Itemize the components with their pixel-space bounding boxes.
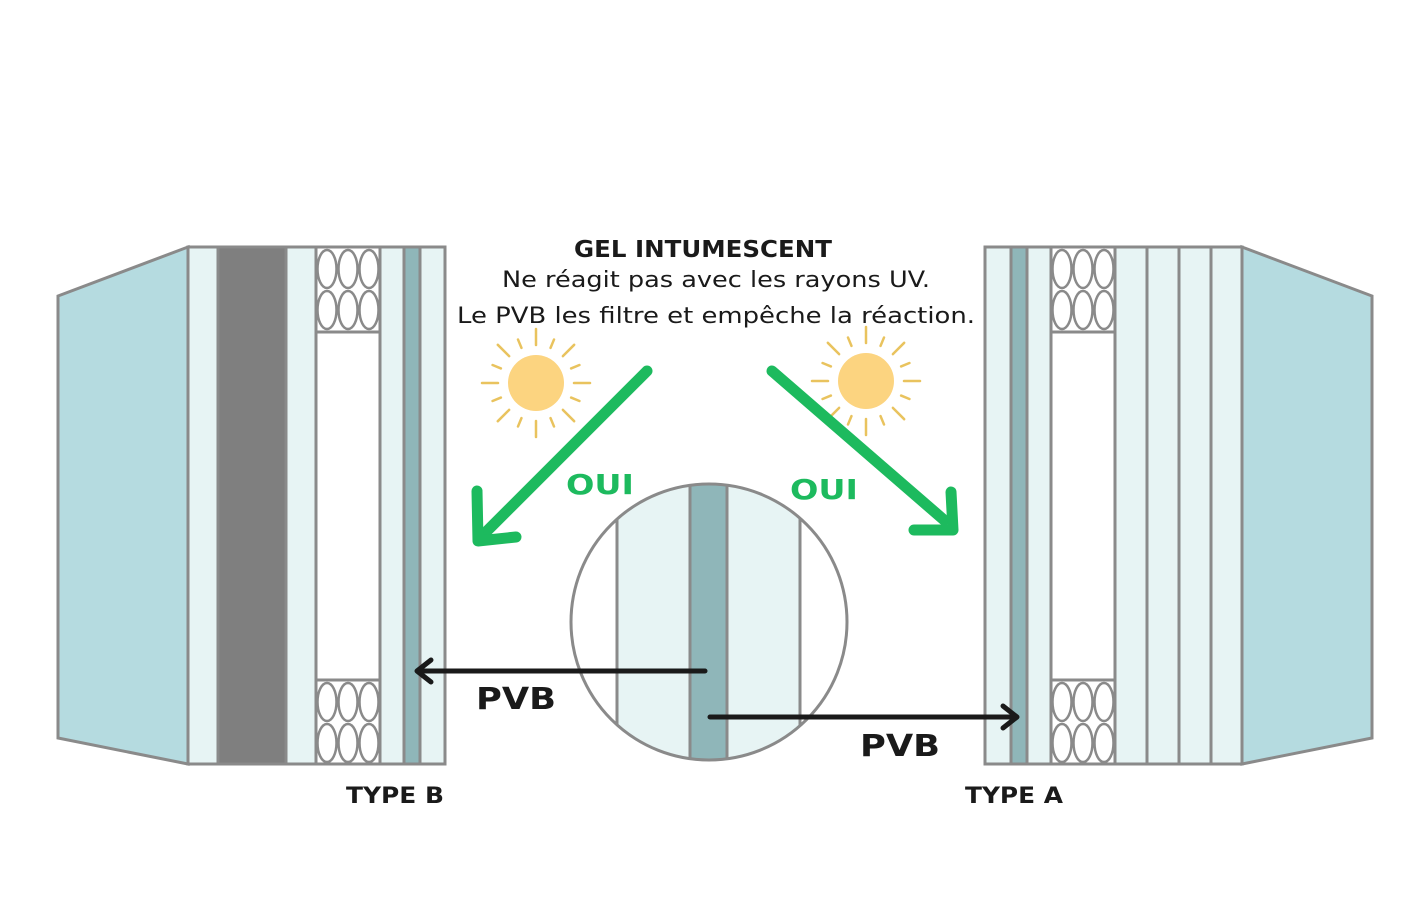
desiccant-bead — [358, 248, 380, 290]
desiccant-bead — [1072, 722, 1094, 764]
uv-arrow-left — [471, 365, 653, 547]
pvb-arrow-right — [707, 703, 1020, 731]
type-b-desiccant-top — [316, 248, 380, 331]
sun-ray — [561, 343, 576, 358]
header-line-1: Ne réagit pas avec les rayons UV. — [502, 268, 930, 293]
type-b-glass-layer — [186, 245, 220, 766]
sun-ray — [899, 394, 911, 401]
desiccant-bead — [316, 722, 338, 764]
type-a-glass-layer — [1025, 245, 1053, 766]
type-a-glass-layer — [1177, 245, 1213, 766]
sun-ray — [516, 416, 523, 428]
type-a-glass-layer — [1209, 245, 1244, 766]
sun-ray — [549, 416, 556, 428]
sun-ray — [899, 361, 911, 368]
desiccant-bead — [1051, 722, 1073, 764]
oui-label-right: OUI — [790, 473, 858, 506]
type-b-glass-layer — [378, 245, 406, 766]
desiccant-bead — [1093, 289, 1115, 331]
sun-ray — [496, 343, 511, 358]
desiccant-bead — [337, 722, 359, 764]
sun-ray — [569, 363, 581, 370]
type-b-gel-cavity — [314, 330, 382, 682]
sun-disc — [838, 353, 894, 409]
sun-ray — [891, 406, 906, 421]
sun-ray — [879, 414, 886, 426]
desiccant-bead — [337, 248, 359, 290]
sun-ray — [496, 408, 511, 423]
sun-ray — [821, 394, 833, 401]
desiccant-bead — [337, 681, 359, 723]
desiccant-bead — [316, 681, 338, 723]
type-b-glass-layer — [284, 245, 318, 766]
type-a-label: TYPE A — [965, 784, 1063, 809]
desiccant-bead — [1051, 681, 1073, 723]
type-b-desiccant-bottom — [316, 681, 380, 764]
pvb-magnifier — [569, 482, 849, 762]
desiccant-bead — [1072, 289, 1094, 331]
sun-ray — [491, 363, 503, 370]
sun-ray — [516, 338, 523, 350]
sun-ray — [569, 396, 581, 403]
sun-ray — [549, 338, 556, 350]
pvb-label-left: PVB — [476, 682, 556, 717]
sun-disc — [508, 355, 564, 411]
type-b-glass-layer — [418, 245, 447, 766]
header-line-2: Le PVB les filtre et empêche la réaction… — [457, 304, 975, 329]
sun-ray — [561, 408, 576, 423]
pvb-arrow-left — [414, 657, 708, 685]
oui-label-left: OUI — [566, 468, 634, 501]
type-a-gel-cavity — [1049, 330, 1117, 682]
type-b-label: TYPE B — [346, 784, 444, 809]
type-a-glass-layer — [983, 245, 1013, 766]
desiccant-bead — [358, 289, 380, 331]
desiccant-bead — [337, 289, 359, 331]
sun-icon — [810, 325, 922, 437]
type-a-glass-layer — [1113, 245, 1149, 766]
desiccant-bead — [1093, 722, 1115, 764]
desiccant-bead — [358, 722, 380, 764]
sun-ray — [491, 396, 503, 403]
pvb-label-right: PVB — [860, 729, 940, 764]
desiccant-bead — [358, 681, 380, 723]
type-b-outer-glass — [56, 244, 190, 766]
header-title: GEL INTUMESCENT — [574, 237, 832, 263]
type-a-desiccant-bottom — [1051, 681, 1115, 764]
desiccant-bead — [316, 248, 338, 290]
type-b-pvb-layer — [402, 245, 422, 766]
desiccant-bead — [1072, 681, 1094, 723]
sun-ray — [846, 414, 853, 426]
desiccant-bead — [1051, 289, 1073, 331]
desiccant-bead — [1051, 248, 1073, 290]
type-b-dark-layer — [216, 245, 288, 766]
sun-icon — [480, 327, 592, 439]
sun-ray — [821, 361, 833, 368]
desiccant-bead — [1093, 248, 1115, 290]
sun-ray — [891, 341, 906, 356]
type-a-outer-glass — [1240, 244, 1374, 766]
uv-arrow-right — [766, 365, 959, 536]
sun-ray — [879, 336, 886, 348]
sun-ray — [846, 336, 853, 348]
desiccant-bead — [1072, 248, 1094, 290]
type-a-pvb-layer — [1009, 245, 1029, 766]
desiccant-bead — [1093, 681, 1115, 723]
sun-ray — [826, 341, 841, 356]
type-b-panel — [56, 244, 447, 766]
type-a-desiccant-top — [1051, 248, 1115, 331]
magnifier-ring — [569, 482, 849, 762]
type-a-panel — [983, 244, 1374, 766]
desiccant-bead — [316, 289, 338, 331]
type-a-glass-layer — [1145, 245, 1181, 766]
